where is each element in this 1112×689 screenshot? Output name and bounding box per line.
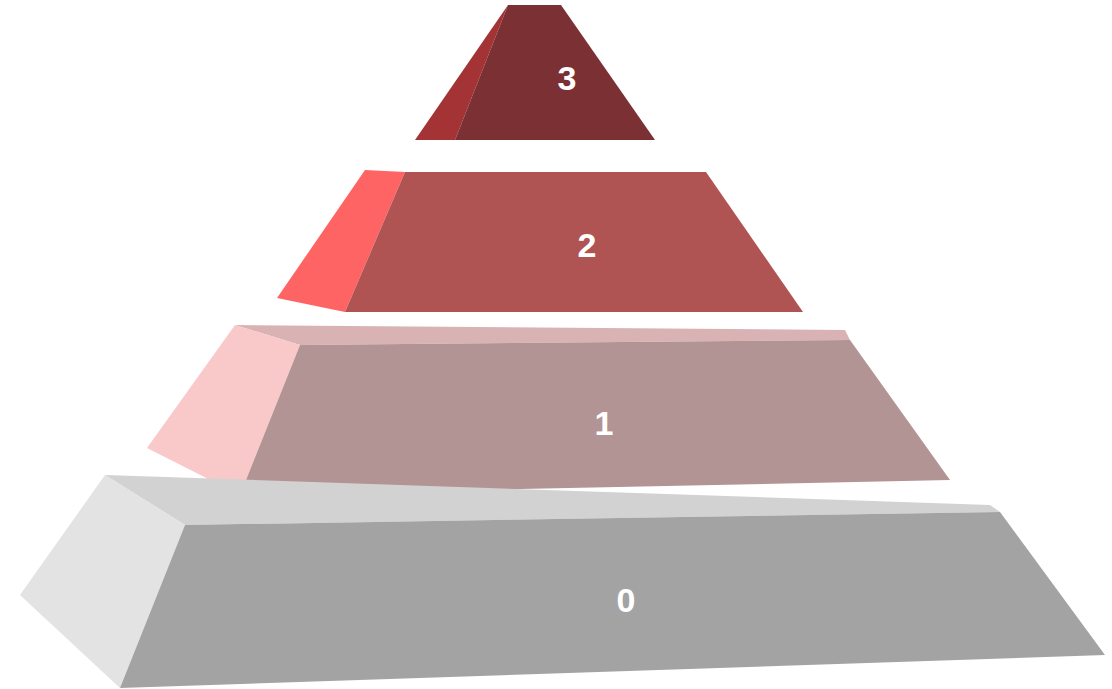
pyramid-layer: 2	[272, 165, 808, 317]
layer-shape	[15, 470, 1110, 689]
pyramid-layer: 0	[15, 470, 1110, 689]
layer-face	[455, 5, 655, 140]
layer-label-holder: 3	[558, 61, 577, 95]
layer-shape	[142, 320, 956, 500]
layer-number: 0	[617, 581, 636, 619]
layer-number: 2	[578, 226, 597, 264]
layer-face	[345, 172, 803, 312]
layer-label-holder: 2	[578, 228, 597, 262]
pyramid-layer: 3	[410, 0, 660, 145]
layer-face	[240, 340, 950, 495]
layer-face	[120, 512, 1105, 688]
pyramid-layer: 1	[142, 320, 956, 500]
layer-number: 3	[558, 59, 577, 97]
layer-shape	[410, 0, 660, 145]
layer-label-holder: 1	[595, 406, 614, 440]
layer-label-holder: 0	[617, 583, 636, 617]
layer-number: 1	[595, 404, 614, 442]
layer-shape	[272, 165, 808, 317]
